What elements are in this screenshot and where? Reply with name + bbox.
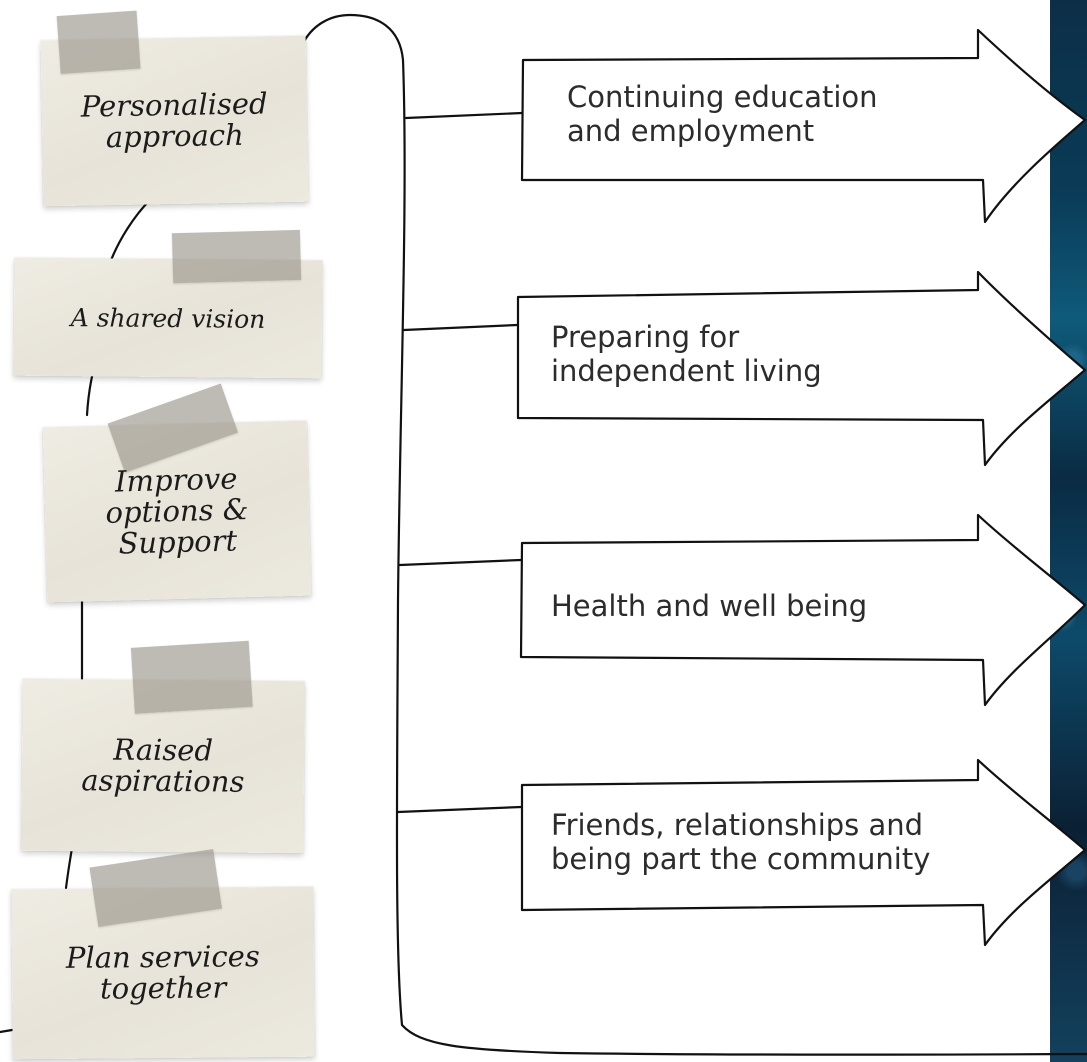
outcome-independent-living: Preparing for independent living: [551, 320, 822, 388]
branch-4: [396, 805, 523, 814]
arrow-shape-3: [519, 513, 1087, 707]
branch-2: [402, 323, 519, 332]
note-shared-vision: A shared vision: [13, 229, 323, 379]
connector-note-2-3: [85, 370, 95, 417]
note-raised-aspirations: Raised aspirations: [21, 640, 305, 854]
note-label: Raised aspirations: [81, 732, 245, 799]
connector-note-4-5: [64, 846, 74, 890]
note-label: Improve options & Support: [105, 460, 249, 561]
side-image-panel: [1050, 0, 1087, 1062]
note-label: Plan services together: [65, 938, 260, 1006]
note-personalised-approach: Personalised approach: [40, 10, 309, 207]
branch-1: [404, 111, 524, 120]
tape-strip: [130, 640, 253, 714]
connector-note-5-edge: [0, 1028, 14, 1034]
outcome-health-wellbeing: Health and well being: [551, 589, 868, 623]
note-label: A shared vision: [70, 302, 266, 334]
note-label: Personalised approach: [80, 86, 268, 155]
note-plan-services: Plan services together: [11, 849, 315, 1060]
tape-strip: [171, 229, 302, 284]
tape-strip: [56, 10, 141, 75]
arrow-shape-4: [520, 758, 1087, 947]
outcome-continuing-education: Continuing education and employment: [567, 80, 878, 148]
arrow-shape-1: [520, 28, 1087, 224]
arrow-shape-2: [516, 270, 1087, 467]
branch-3: [398, 558, 523, 567]
main-bracket: [300, 13, 1087, 1056]
note-improve-options: Improve options & Support: [42, 383, 312, 603]
outcome-friends-community: Friends, relationships and being part th…: [551, 808, 931, 876]
